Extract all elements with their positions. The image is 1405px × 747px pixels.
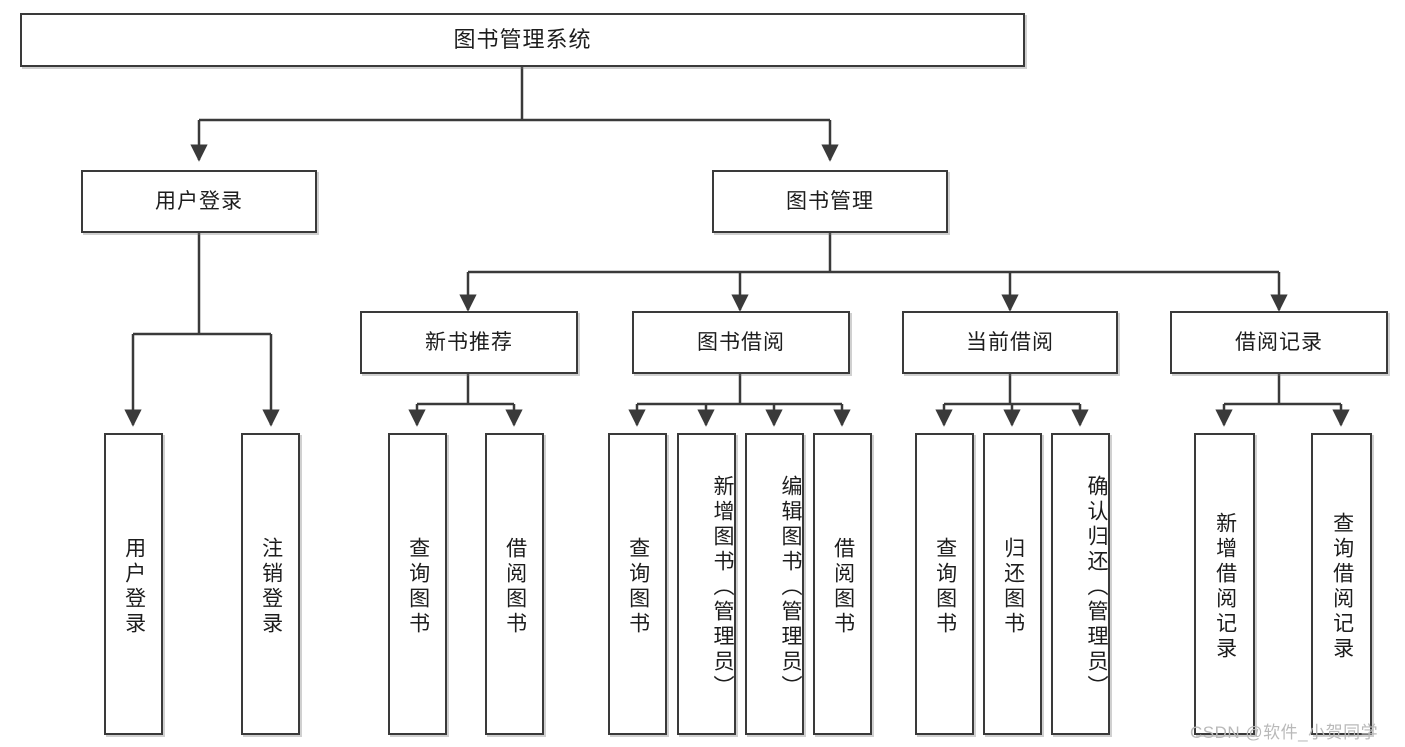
node-borrow-record[interactable]: 借阅记录 [1170, 311, 1388, 374]
leaf-new-book-query-book[interactable]: 查询图书 [388, 433, 447, 735]
node-label: 图书管理系统 [453, 26, 592, 52]
leaf-borrow-record-add-record[interactable]: 新增借阅记录 [1194, 433, 1255, 735]
node-label: 图书借阅 [697, 330, 785, 354]
node-label: 归还图书 [1001, 537, 1025, 637]
leaf-book-borrow-add-book-admin[interactable]: 新增图书（管理员） [677, 433, 736, 735]
node-book-borrow[interactable]: 图书借阅 [632, 311, 850, 374]
node-label: 查询借阅记录 [1330, 512, 1354, 662]
leaf-book-borrow-query-book[interactable]: 查询图书 [608, 433, 667, 735]
leaf-current-borrow-return-book[interactable]: 归还图书 [983, 433, 1042, 735]
node-label: 查询图书 [626, 537, 650, 637]
leaf-user-login-login[interactable]: 用户登录 [104, 433, 163, 735]
node-label: 注销登录 [259, 537, 283, 637]
node-user-login[interactable]: 用户登录 [81, 170, 317, 233]
node-current-borrow[interactable]: 当前借阅 [902, 311, 1118, 374]
leaf-book-borrow-edit-book-admin[interactable]: 编辑图书（管理员） [745, 433, 804, 735]
node-label: 查询图书 [406, 537, 430, 637]
leaf-current-borrow-query-book[interactable]: 查询图书 [915, 433, 974, 735]
node-book-management[interactable]: 图书管理 [712, 170, 948, 233]
node-label: 新书推荐 [425, 330, 513, 354]
node-label: 查询图书 [933, 537, 957, 637]
node-label: 当前借阅 [966, 330, 1054, 354]
leaf-user-login-logout[interactable]: 注销登录 [241, 433, 300, 735]
leaf-current-borrow-confirm-return-admin[interactable]: 确认归还（管理员） [1051, 433, 1110, 735]
node-label: 用户登录 [155, 189, 243, 213]
node-root-book-management-system[interactable]: 图书管理系统 [20, 13, 1025, 67]
node-new-book-recommend[interactable]: 新书推荐 [360, 311, 578, 374]
node-label: 编辑图书（管理员） [779, 474, 802, 700]
leaf-book-borrow-borrow-book[interactable]: 借阅图书 [813, 433, 872, 735]
node-label: 借阅记录 [1235, 330, 1323, 354]
node-label: 新增图书（管理员） [711, 474, 734, 700]
node-label: 借阅图书 [503, 537, 527, 637]
node-label: 图书管理 [786, 189, 874, 213]
leaf-new-book-borrow-book[interactable]: 借阅图书 [485, 433, 544, 735]
node-label: 借阅图书 [831, 537, 855, 637]
leaf-borrow-record-query-record[interactable]: 查询借阅记录 [1311, 433, 1372, 735]
node-label: 确认归还（管理员） [1085, 474, 1108, 700]
node-label: 新增借阅记录 [1213, 512, 1237, 662]
node-label: 用户登录 [122, 537, 146, 637]
csdn-watermark: CSDN @软件_小贺同学 [1190, 723, 1379, 742]
